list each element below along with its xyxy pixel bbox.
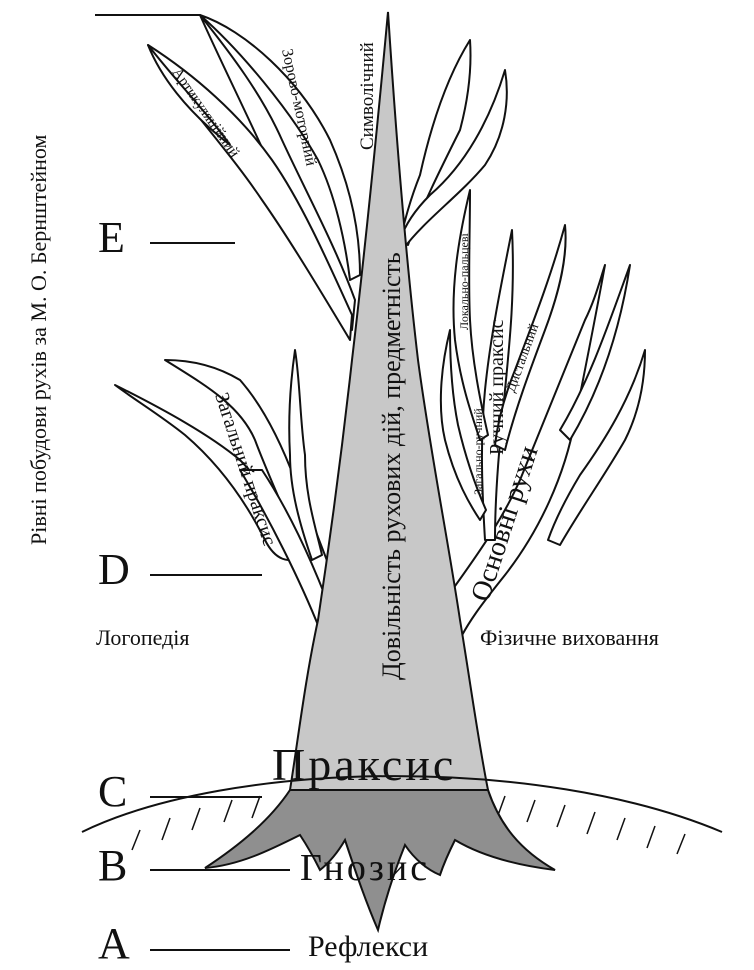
local-finger-label: Локально-пальцеві (457, 232, 471, 330)
trunk-label: Довільність рухових дій, предметність (377, 252, 406, 680)
reflexes-label: Рефлекси (308, 930, 428, 963)
field-right-label: Фізичне виховання (480, 625, 659, 650)
level-b-letter: B (98, 841, 127, 890)
level-c-letter: C (98, 767, 127, 816)
general-manual-label: Загально-ручний (471, 408, 485, 495)
level-d-letter: D (98, 545, 130, 594)
level-a-letter: A (98, 919, 130, 968)
field-left-label: Логопедія (96, 625, 190, 650)
level-e-letter: E (98, 213, 125, 262)
gnosis-label: Гнозис (300, 847, 430, 889)
side-title: Рівні побудови рухів за М. О. Бернштейно… (26, 135, 51, 545)
praxis-label: Праксис (272, 739, 456, 790)
symbolic-label: Символічний (357, 42, 378, 150)
